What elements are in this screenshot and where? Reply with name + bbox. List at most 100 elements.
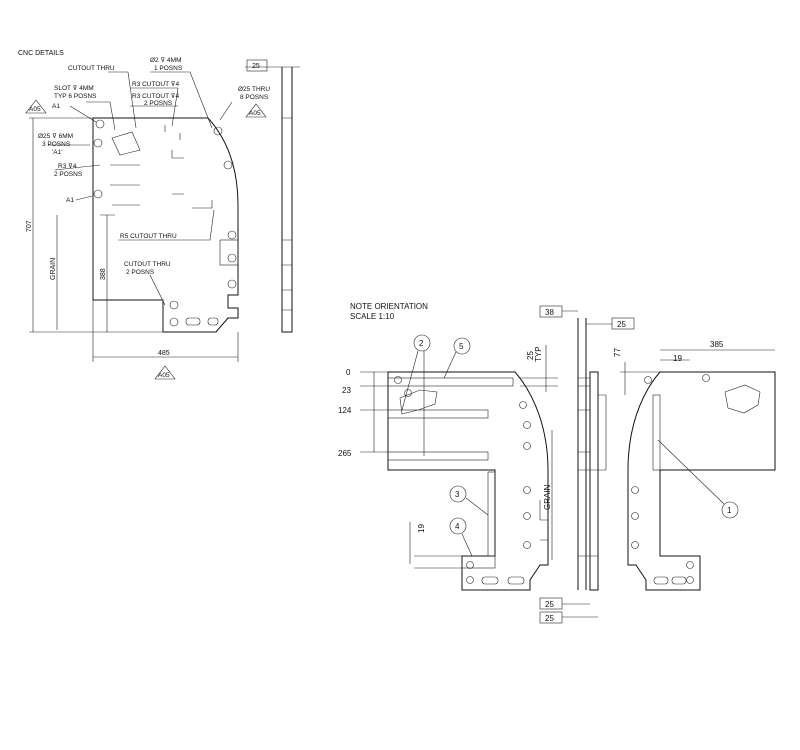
left-panel-view: CUTOUT THRU Ø2 ⊽ 4MM 1 POSNS R3 CUTOUT ⊽… (25, 57, 300, 380)
dim-25-typ-note: TYP (534, 346, 543, 362)
slot-mark (110, 184, 184, 206)
dim-box (539, 597, 563, 610)
bottom-cutout (653, 576, 669, 585)
balloon-5-label: 5 (459, 342, 464, 351)
balloon-3 (449, 485, 467, 503)
hole (404, 389, 412, 397)
hole (631, 486, 639, 494)
note-hole-25-6: Ø25 ⊽ 6MM (38, 133, 73, 140)
section-tag-right (245, 103, 267, 118)
hole (631, 541, 639, 549)
bottom-cutout (671, 576, 687, 585)
note-r3-4: R3 ⊽4 (58, 163, 77, 170)
hole (631, 512, 639, 520)
bottom-cutout (185, 317, 201, 326)
note-slot: SLOT ⊽ 4MM (54, 85, 94, 92)
hole (686, 561, 694, 569)
dim-0: 0 (346, 368, 351, 377)
grain-label-right: GRAIN (543, 484, 552, 510)
note-hole-25-6-ref: 'A1' (52, 149, 62, 156)
dim-height: 707 (26, 220, 33, 232)
dim-385: 385 (710, 340, 724, 349)
hole (169, 300, 179, 310)
dim-23: 23 (342, 386, 351, 395)
section-tag-bottom-label: A05 (158, 372, 170, 379)
dim-25-bottom-2: 25 (545, 614, 554, 623)
note-orientation: NOTE ORIENTATION (350, 302, 428, 311)
side-view-1 (577, 318, 587, 590)
dim-box (611, 317, 635, 330)
vertical-rail (487, 471, 496, 557)
hole (466, 561, 474, 569)
balloon-4 (449, 517, 467, 535)
hole (95, 119, 105, 129)
balloon-4-label: 4 (455, 522, 460, 531)
hole (523, 442, 531, 450)
note-hole-2: Ø2 ⊽ 4MM (150, 57, 181, 64)
shelf-mid (387, 409, 489, 419)
hole (394, 376, 402, 384)
hole (227, 230, 237, 240)
hole (169, 317, 179, 327)
cutout-shape (399, 389, 438, 415)
hole (227, 253, 237, 263)
drawing-title: CNC DETAILS (18, 50, 64, 57)
note-hole-25-thru: Ø25 THRU (238, 86, 270, 93)
balloon-2 (413, 334, 431, 352)
edge-notch (219, 239, 239, 266)
dim-19-left: 19 (417, 524, 426, 533)
scale-label: SCALE 1:10 (350, 312, 395, 321)
note-cutout-thru-2: CUTOUT THRU (124, 261, 171, 268)
ref-a1-lower: A1 (66, 197, 74, 204)
hole (223, 160, 233, 170)
side-view-2 (589, 371, 599, 591)
balloon-5 (453, 337, 471, 355)
grain-label: GRAIN (50, 258, 57, 280)
front-panel-outline (387, 371, 549, 591)
section-tag-bottom (154, 365, 176, 380)
note-r3-4-count: 2 POSNS (54, 171, 83, 178)
bottom-cutout (207, 317, 219, 326)
bottom-cutout (481, 576, 499, 585)
r5-cutout-shape (192, 200, 213, 209)
section-tag-left (25, 99, 47, 114)
hole (702, 374, 710, 382)
cutout-shape (724, 384, 761, 414)
note-r3-cutout: R3 CUTOUT ⊽4 (132, 81, 180, 88)
dim-265: 265 (338, 449, 352, 458)
dim-width: 485 (158, 350, 170, 357)
cutout-shape (111, 131, 141, 156)
note-hole-2-count: 1 POSNS (154, 65, 183, 72)
hole (213, 126, 223, 136)
balloon-3-label: 3 (455, 490, 460, 499)
note-r5-cutout: R5 CUTOUT THRU (120, 233, 177, 240)
hole (523, 486, 531, 494)
hole (519, 401, 527, 409)
dim-25-top: 25 (617, 320, 626, 329)
balloon-1 (721, 501, 739, 519)
ref-a1: A1 (52, 103, 60, 110)
note-hole-25-thru-count: 8 POSNS (240, 94, 269, 101)
note-cutout-thru: CUTOUT THRU (68, 65, 115, 72)
note-r3-cutout-b: R3 CUTOUT ⊽4 (132, 93, 180, 100)
left-panel-outline (92, 117, 239, 333)
dim-box (539, 305, 563, 318)
dim-line-485 (92, 300, 239, 362)
back-panel-outline (627, 371, 776, 591)
hole (466, 576, 474, 584)
right-assembly-view: NOTE ORIENTATION SCALE 1:10 (338, 302, 776, 624)
bottom-cutout (507, 576, 525, 585)
dim-thickness: 25 (252, 63, 260, 70)
balloon-2-label: 2 (419, 339, 424, 348)
section-tag-right-label: A05 (249, 110, 261, 117)
balloon-1-label: 1 (727, 506, 732, 515)
shelf-low (387, 451, 489, 461)
section-tag-left-label: A05 (29, 106, 41, 113)
slot-mark (164, 125, 181, 140)
dim-25-bottom-1: 25 (545, 600, 554, 609)
note-r3-cutout-b-count: 2 POSNS (144, 100, 173, 107)
bottom-plate (461, 555, 496, 569)
dim-77: 77 (613, 348, 622, 357)
slot-mark (110, 150, 184, 166)
